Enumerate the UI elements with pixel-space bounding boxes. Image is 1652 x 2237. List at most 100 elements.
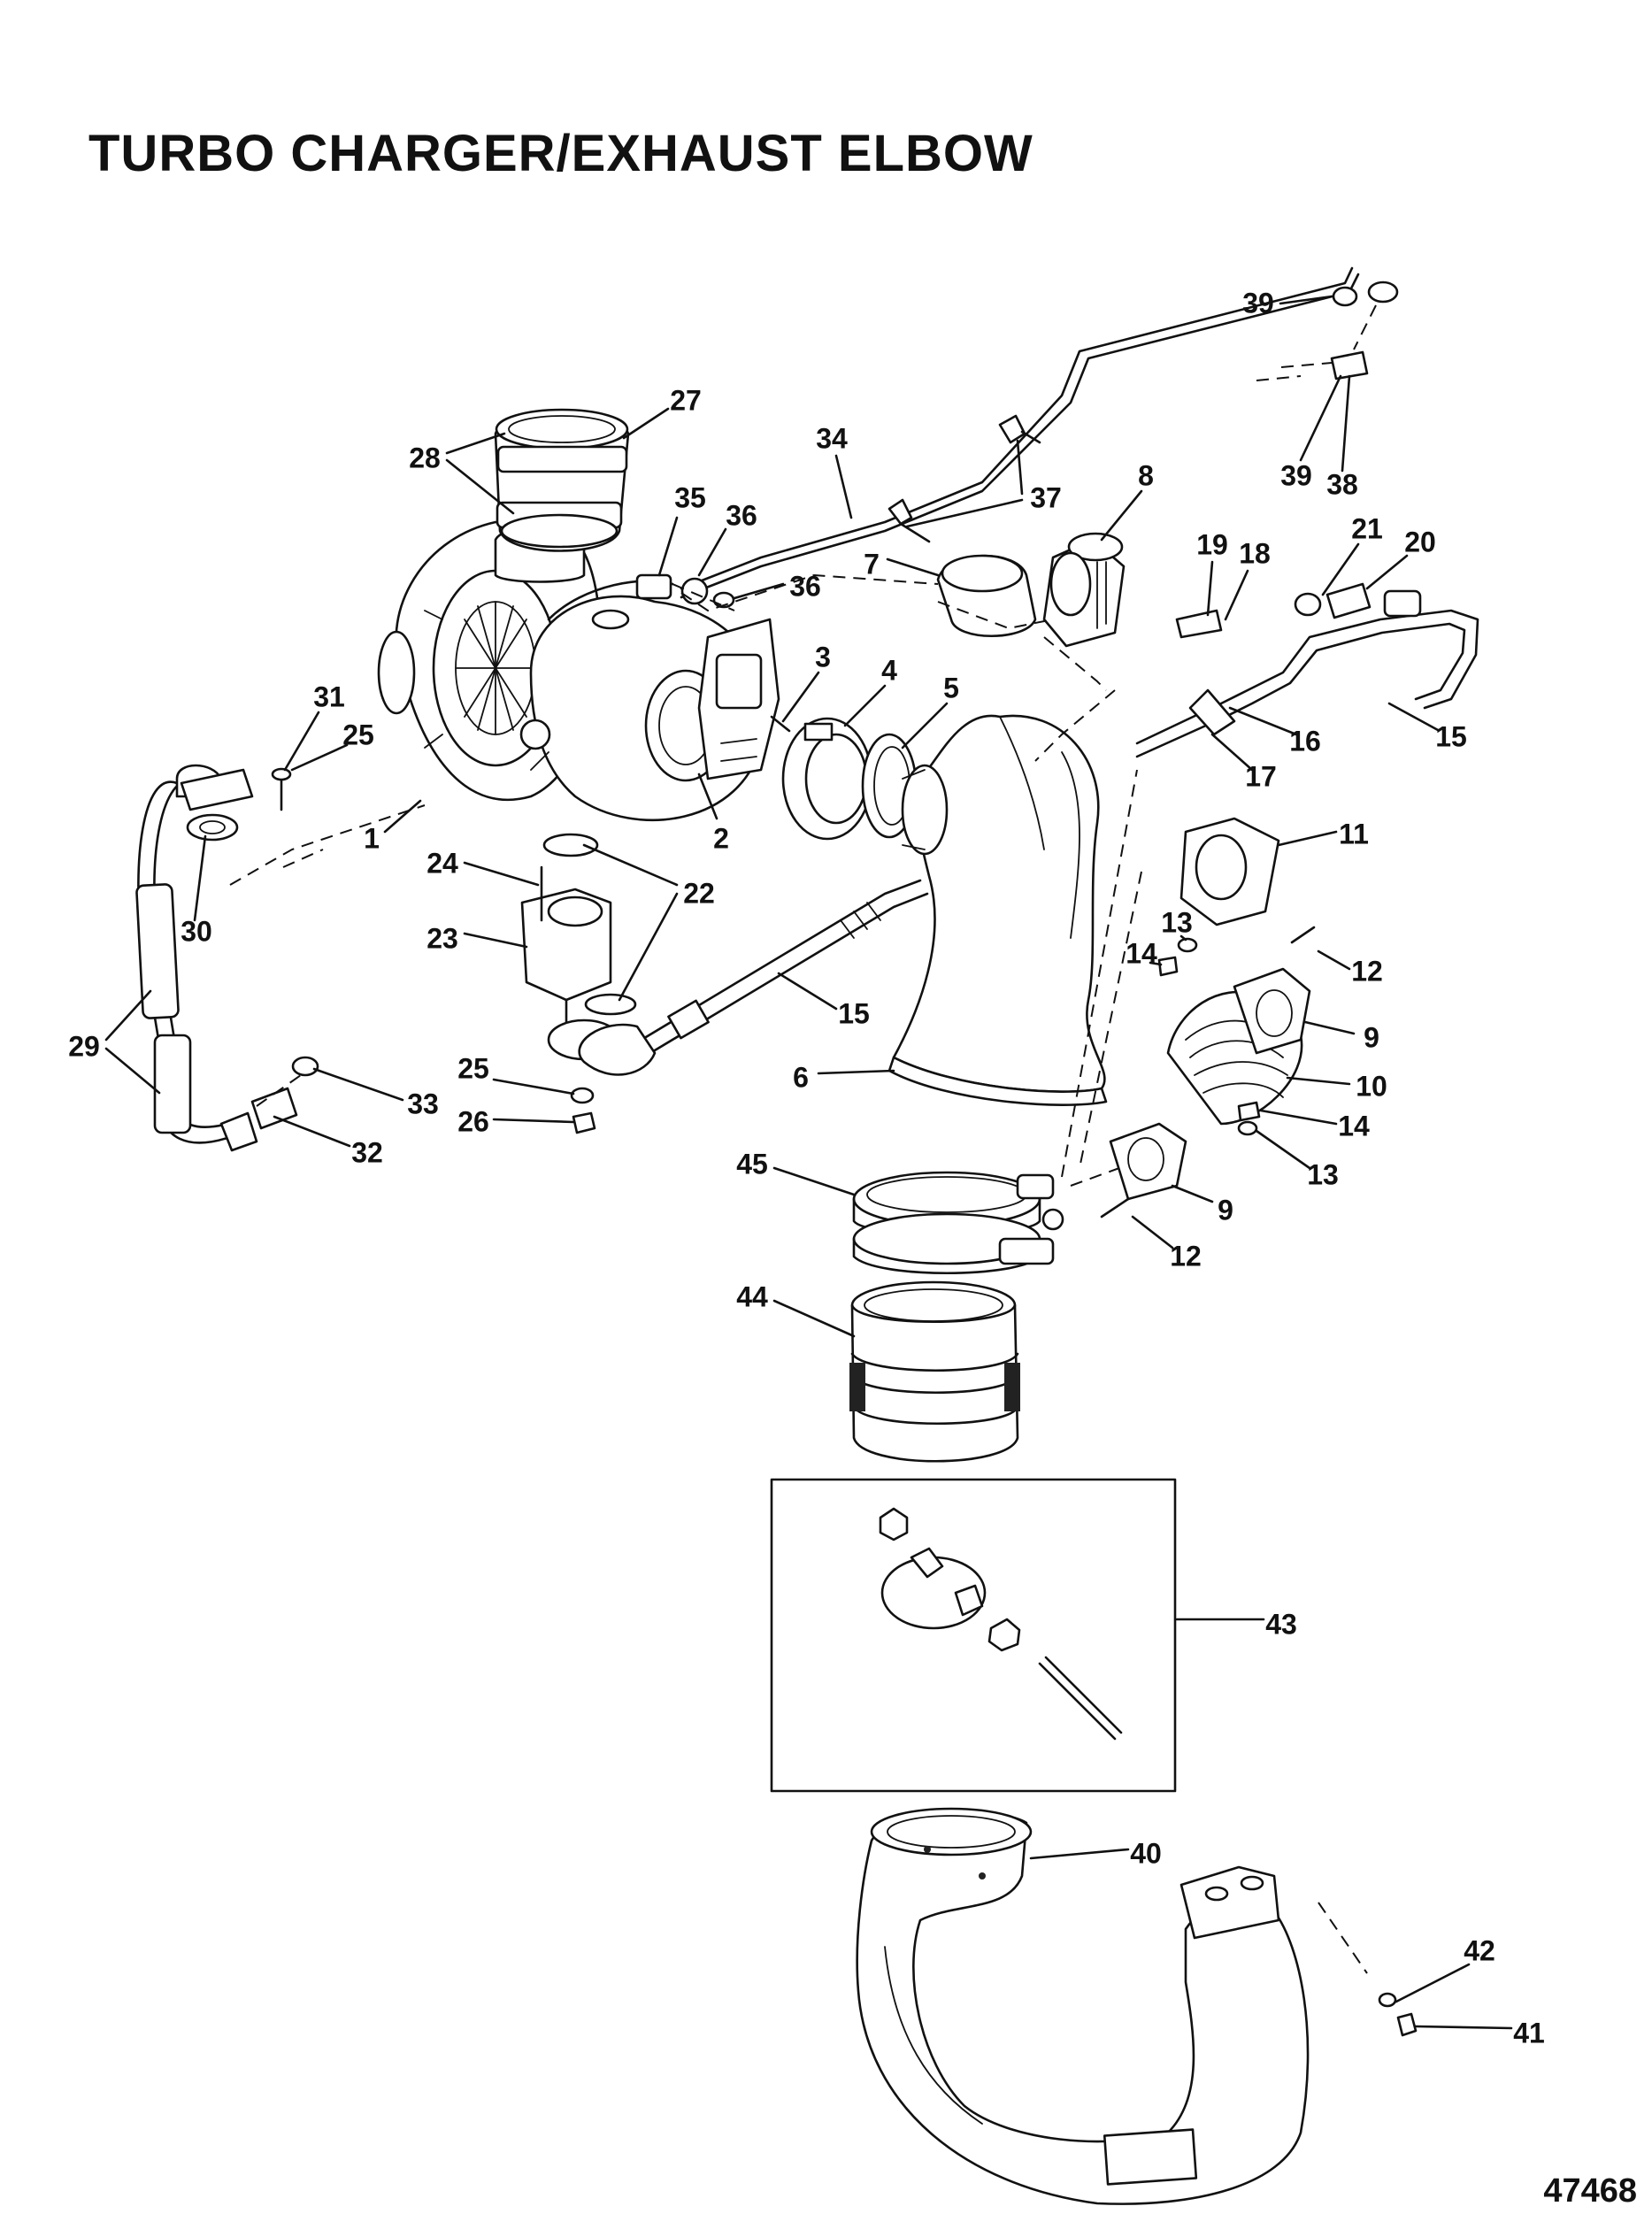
callout-label-14: 14 [1126, 937, 1157, 969]
callout-leader-line [290, 743, 349, 772]
callout-label-5: 5 [943, 672, 959, 703]
callout-leader-line [618, 892, 679, 1002]
callout-leader-line [104, 1047, 161, 1095]
callout-leader-line [492, 1118, 575, 1124]
callout-label-2: 2 [713, 822, 729, 854]
sleeve-part [936, 554, 1037, 638]
callout-label-8: 8 [1138, 459, 1154, 491]
callout-label-33: 33 [407, 1088, 439, 1119]
exhaust-elbow-upper-part [887, 714, 1108, 1106]
callout-leader-line [772, 1166, 856, 1196]
callout-label-11: 11 [1339, 818, 1369, 849]
callout-label-43: 43 [1265, 1608, 1297, 1640]
callout-leader-line [1016, 439, 1024, 496]
callout-leader-line [1029, 1848, 1130, 1860]
wastegate-part [697, 618, 780, 780]
inlet-hose-part [494, 408, 630, 552]
callout-leader-line [1255, 1129, 1311, 1170]
leader-dash [1070, 1167, 1120, 1187]
callout-label-25: 25 [342, 719, 374, 750]
callout-leader-line [1299, 374, 1342, 462]
banjo-fitting-part [635, 573, 735, 611]
callout-label-37: 37 [1030, 481, 1062, 513]
callout-leader-line [1171, 1184, 1214, 1203]
assembly-dashed-lines [229, 573, 1368, 1974]
callout-leader-line [901, 702, 949, 750]
callout-leader-line [622, 407, 670, 440]
callout-leader-line [582, 843, 679, 887]
callout-leader-line [772, 1299, 856, 1338]
callout-label-44: 44 [736, 1280, 768, 1312]
callout-label-38: 38 [1326, 468, 1358, 500]
screw-washer-41-42-part [1378, 1992, 1418, 2037]
hose-clamps-part [852, 1171, 1064, 1275]
callout-leader-line [1303, 1020, 1356, 1035]
callout-leader-line [1224, 569, 1249, 621]
callout-label-25: 25 [457, 1052, 489, 1084]
callout-leader-line [733, 582, 785, 600]
callout-leader-line [1286, 1076, 1351, 1086]
exhaust-elbow-lower-part [856, 1807, 1310, 2205]
callout-label-17: 17 [1245, 760, 1277, 792]
hardware-kit-box [770, 1478, 1177, 1793]
clamp-part [781, 717, 873, 841]
callout-label-3: 3 [815, 641, 831, 673]
callout-label-35: 35 [674, 481, 706, 513]
callout-leader-line [886, 557, 940, 577]
callout-label-23: 23 [426, 922, 458, 954]
callout-leader-line [843, 684, 887, 727]
callout-leader-line [834, 454, 853, 519]
oil-line-part [680, 266, 1360, 599]
callout-leader-line [1210, 733, 1254, 772]
callout-leader-line [697, 773, 718, 820]
callout-label-9: 9 [1218, 1194, 1233, 1226]
callout-label-7: 7 [864, 548, 880, 580]
callout-label-6: 6 [793, 1061, 809, 1093]
callout-label-40: 40 [1130, 1837, 1162, 1869]
callout-label-19: 19 [1196, 528, 1228, 560]
callout-label-36: 36 [789, 570, 821, 602]
callout-label-13: 13 [1161, 906, 1193, 938]
callout-label-1: 1 [364, 822, 380, 854]
callout-label-31: 31 [313, 680, 345, 712]
callout-leader-line [1259, 1109, 1338, 1126]
callout-leader-line [1279, 295, 1333, 305]
callout-leader-line [657, 516, 679, 577]
callout-label-15: 15 [838, 997, 870, 1029]
callout-label-21: 21 [1351, 512, 1383, 544]
callout-leader-line [445, 432, 506, 455]
callout-leader-line [1414, 2025, 1513, 2030]
callout-leader-line [273, 1115, 351, 1148]
callout-leader-line [1149, 961, 1163, 966]
callout-leader-line [193, 834, 207, 922]
fitting-32-33-part [250, 1056, 319, 1130]
callout-leader-line [777, 972, 838, 1011]
callout-leader-line [383, 799, 422, 834]
callout-label-26: 26 [457, 1105, 489, 1137]
callout-label-9: 9 [1364, 1021, 1379, 1053]
callout-label-18: 18 [1239, 537, 1271, 569]
callout-leader-line [905, 498, 1024, 528]
diagram-title: TURBO CHARGER/EXHAUST ELBOW [88, 125, 1033, 182]
nut-25-26-part [570, 1087, 596, 1134]
callout-label-22: 22 [683, 877, 715, 909]
callout-label-16: 16 [1289, 725, 1321, 757]
figure-number: 47468 [1543, 2172, 1637, 2210]
callout-label-34: 34 [816, 422, 848, 454]
callout-leader-line [104, 989, 152, 1042]
callout-label-15: 15 [1435, 720, 1467, 752]
adaptor-part [1042, 532, 1126, 648]
callout-label-36: 36 [726, 499, 757, 531]
callout-label-13: 13 [1307, 1158, 1339, 1190]
callout-label-39: 39 [1280, 459, 1312, 491]
callout-leader-line [283, 711, 320, 772]
callout-leader-line [445, 458, 515, 515]
callout-label-4: 4 [881, 654, 897, 686]
callout-leader-line [1341, 374, 1351, 473]
turbocharger-part [377, 520, 766, 821]
callout-leader-line [1228, 706, 1298, 736]
leader-dash [1079, 871, 1142, 1169]
